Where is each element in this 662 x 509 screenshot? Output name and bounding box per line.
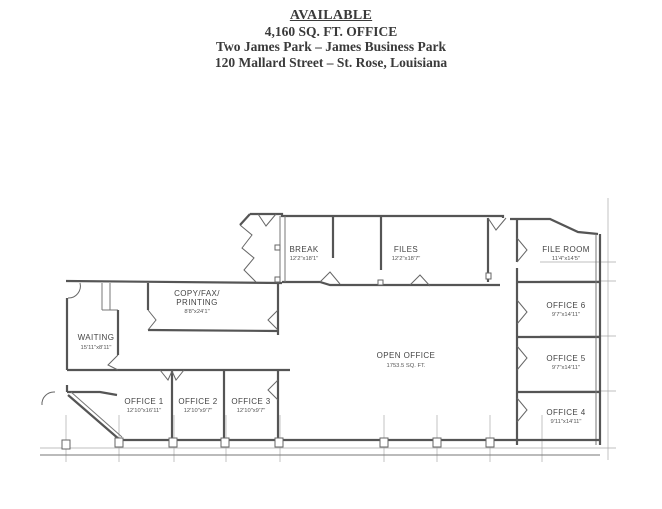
room-label: OFFICE 2 xyxy=(178,397,217,406)
room-office-4: OFFICE 4 9'11"x14'11" xyxy=(546,408,585,425)
room-file-room: FILE ROOM 11'4"x14'5" xyxy=(542,245,590,262)
walls xyxy=(40,212,602,456)
room-dimensions: 9'7"x14'11" xyxy=(552,365,580,371)
room-dimensions: 9'11"x14'11" xyxy=(551,419,582,425)
room-dimensions: 12'2"x18'7" xyxy=(392,256,421,262)
room-label: OFFICE 4 xyxy=(546,408,585,417)
room-label: BREAK xyxy=(289,245,318,254)
room-office-1: OFFICE 1 12'10"x16'11" xyxy=(124,397,163,414)
room-open-office: OPEN OFFICE 1753.5 SQ. FT. xyxy=(377,351,436,369)
columns xyxy=(61,244,495,450)
room-label: COPY/FAX/ xyxy=(174,289,220,298)
listing-title: AVAILABLE xyxy=(289,8,373,23)
listing-building: Two James Park – James Business Park xyxy=(215,39,446,54)
listing-address: 120 Mallard Street – St. Rose, Louisiana xyxy=(214,54,448,70)
room-office-2: OFFICE 2 12'10"x9'7" xyxy=(178,397,217,414)
room-dimensions: 12'2"x18'1" xyxy=(290,256,319,262)
room-label: FILES xyxy=(394,245,418,254)
room-files: FILES 12'2"x18'7" xyxy=(392,245,421,262)
room-dimensions: 12'10"x9'7" xyxy=(237,408,266,414)
room-dimensions: 8'8"x24'1" xyxy=(184,309,209,315)
grid-lines xyxy=(40,198,616,462)
room-office-3: OFFICE 3 12'10"x9'7" xyxy=(231,397,270,414)
room-dimensions: 1753.5 SQ. FT. xyxy=(387,363,426,369)
room-dimensions: 11'4"x14'5" xyxy=(552,256,580,262)
room-label: OFFICE 3 xyxy=(231,397,270,406)
room-label: OPEN OFFICE xyxy=(377,351,436,360)
room-dimensions: 12'10"x9'7" xyxy=(184,408,213,414)
room-label: PRINTING xyxy=(176,298,217,307)
room-label: FILE ROOM xyxy=(542,245,590,254)
room-dimensions: 9'7"x14'11" xyxy=(552,312,580,318)
room-office-5: OFFICE 5 9'7"x14'11" xyxy=(546,354,585,371)
room-office-6: OFFICE 6 9'7"x14'11" xyxy=(546,301,585,318)
room-label: WAITING xyxy=(78,333,115,342)
room-waiting: WAITING 15'11"x8'11" xyxy=(78,333,115,351)
listing-size: 4,160 SQ. FT. OFFICE xyxy=(264,23,398,39)
room-label: OFFICE 5 xyxy=(546,354,585,363)
room-dimensions: 12'10"x16'11" xyxy=(127,408,162,414)
room-copy-fax-printing: COPY/FAX/ PRINTING 8'8"x24'1" xyxy=(174,289,220,315)
doors xyxy=(41,213,528,423)
room-label: OFFICE 1 xyxy=(124,397,163,406)
room-label: OFFICE 6 xyxy=(546,301,585,310)
room-dimensions: 15'11"x8'11" xyxy=(81,345,112,351)
listing-header: AVAILABLE 4,160 SQ. FT. OFFICE Two James… xyxy=(0,8,662,70)
room-break: BREAK 12'2"x18'1" xyxy=(289,245,318,262)
